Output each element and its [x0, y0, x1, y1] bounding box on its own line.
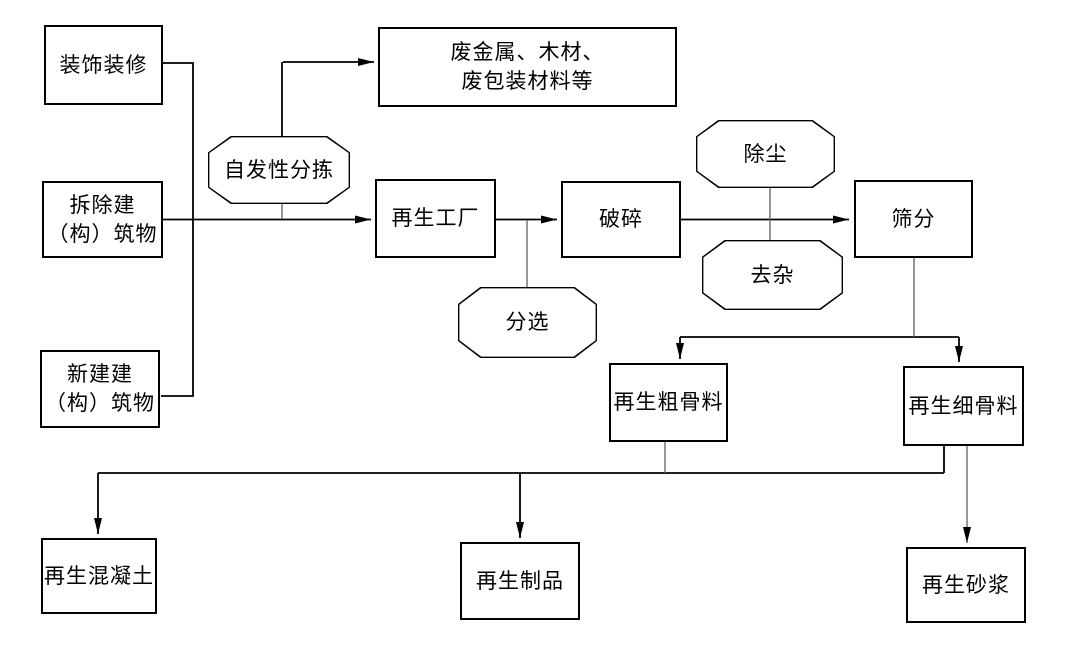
node-recycled-products: 再生制品	[460, 542, 580, 620]
node-recycled-mortar: 再生砂浆	[906, 547, 1026, 623]
node-label: 新建建 （构）筑物	[45, 362, 155, 415]
node-label: 再生混凝土	[44, 563, 154, 588]
node-recycled-concrete: 再生混凝土	[41, 538, 157, 614]
node-demolition-buildings: 拆除建 （构）筑物	[42, 181, 163, 258]
process-dust-removal: 除尘	[696, 120, 835, 188]
node-label: 去杂	[750, 262, 795, 287]
node-screening: 筛分	[854, 180, 973, 258]
node-label: 再生粗骨料	[613, 390, 724, 415]
node-crushing: 破碎	[561, 181, 681, 258]
node-label: 分选	[505, 310, 550, 335]
node-label: 装饰装修	[59, 52, 148, 77]
process-impurity-removal: 去杂	[702, 240, 843, 310]
node-label: 破碎	[599, 207, 643, 232]
octagon-face: 除尘	[697, 121, 834, 187]
octagon-face: 分选	[459, 288, 596, 357]
node-label: 再生细骨料	[908, 393, 1019, 418]
node-decoration-renovation: 装饰装修	[44, 25, 163, 105]
node-coarse-aggregate: 再生粗骨料	[609, 363, 728, 442]
node-label: 拆除建 （构）筑物	[47, 192, 158, 246]
octagon-face: 自发性分拣	[209, 137, 349, 203]
node-label: 除尘	[743, 141, 788, 166]
node-label: 再生制品	[476, 568, 564, 593]
node-new-construction-buildings: 新建建 （构）筑物	[40, 350, 160, 428]
node-recycling-plant: 再生工厂	[375, 179, 496, 258]
node-label: 自发性分拣	[224, 157, 334, 182]
node-label: 再生砂浆	[922, 572, 1010, 597]
edge-decoration-newconstruction-junction	[161, 62, 194, 397]
node-label: 筛分	[891, 206, 936, 231]
node-label: 再生工厂	[391, 206, 480, 231]
node-fine-aggregate: 再生细骨料	[903, 366, 1024, 446]
process-spontaneous-sorting: 自发性分拣	[208, 136, 350, 204]
node-waste-materials: 废金属、木材、 废包装材料等	[378, 27, 677, 107]
node-label: 废金属、木材、 废包装材料等	[450, 40, 605, 93]
process-sorting: 分选	[458, 287, 597, 358]
octagon-face: 去杂	[703, 241, 842, 309]
